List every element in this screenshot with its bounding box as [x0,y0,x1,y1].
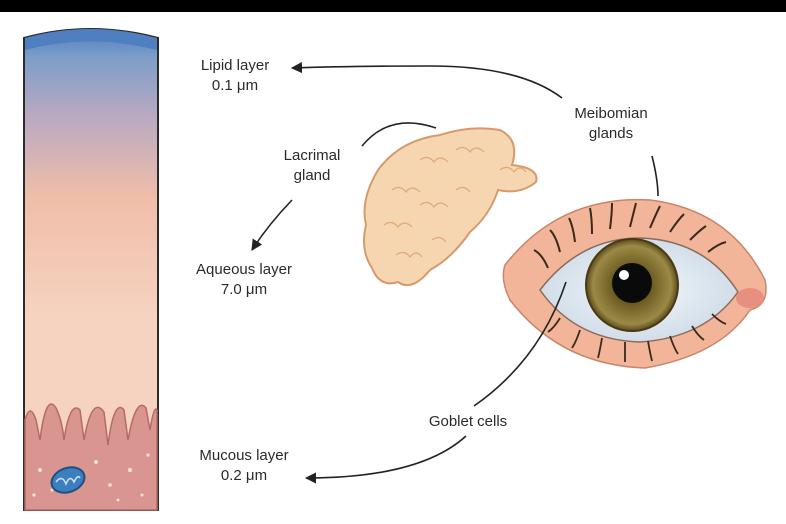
meibomian-glands-label: Meibomian glands [556,104,666,144]
aqueous-layer-name: Aqueous layer [164,260,324,280]
lacrimal-gland-line2: gland [262,166,362,186]
mucous-layer-label: Mucous layer 0.2 μm [164,446,324,486]
tear-film-column [24,29,158,510]
lipid-layer-label: Lipid layer 0.1 μm [160,56,310,96]
eye-illustration [503,200,766,368]
mucosa-villi [25,404,157,510]
aqueous-layer-thickness: 7.0 μm [164,280,324,300]
meibomian-glands-line1: Meibomian [556,104,666,124]
aqueous-layer-label: Aqueous layer 7.0 μm [164,260,324,300]
goblet-cells-label: Goblet cells [398,412,538,432]
pupil [612,263,652,303]
lacrimal-gland-label: Lacrimal gland [262,146,362,186]
pupil-highlight [619,270,629,280]
mucous-layer-name: Mucous layer [164,446,324,466]
lipid-layer-name: Lipid layer [160,56,310,76]
caruncle [736,288,764,308]
lipid-layer-thickness: 0.1 μm [160,76,310,96]
arrow-goblet-to-mucous [306,436,466,478]
meibomian-glands-line2: glands [556,124,666,144]
lacrimal-gland-line1: Lacrimal [262,146,362,166]
goblet-cells-text: Goblet cells [398,412,538,432]
arrow-meibomian-to-lipid [292,66,562,98]
line-meibomian-to-eye [652,156,658,196]
arrow-lacrimal-to-aqueous [252,200,292,250]
mucous-layer-thickness: 0.2 μm [164,466,324,486]
